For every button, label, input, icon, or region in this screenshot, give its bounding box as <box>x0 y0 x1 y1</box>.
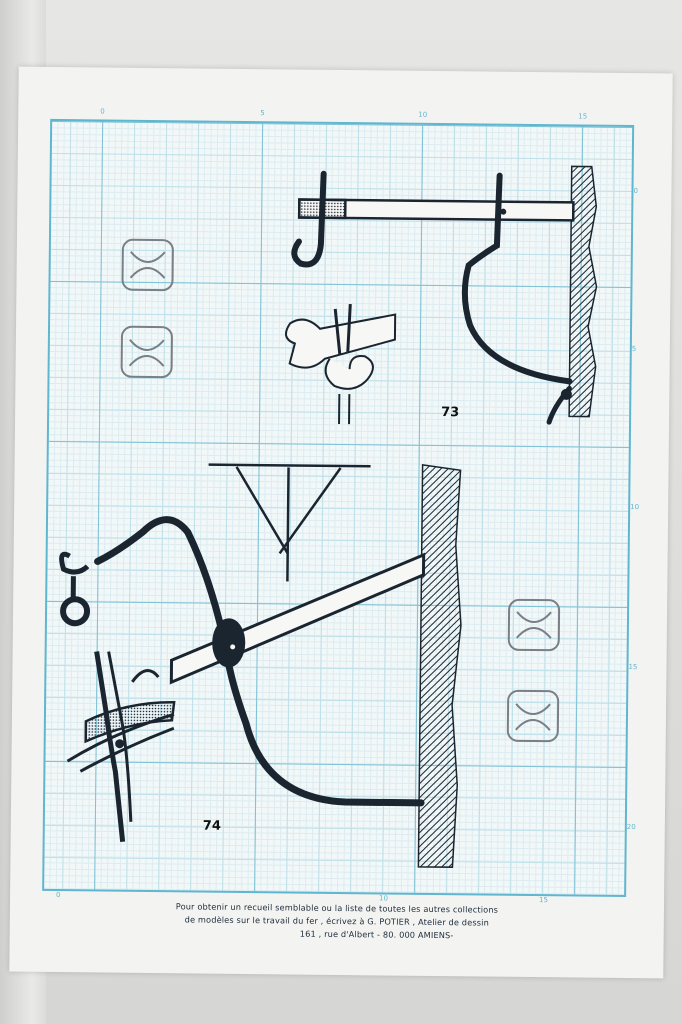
figure-73-scroll-detail <box>284 304 397 425</box>
figure-74-number: 74 <box>202 818 221 834</box>
ruler-top-mark: 0 <box>100 107 105 116</box>
footer-note: Pour obtenir un recueil semblable ou la … <box>10 899 664 945</box>
graph-paper-sheet: 0 5 10 15 0 10 15 0 5 10 15 20 <box>42 107 639 904</box>
ironwork-drawings <box>59 165 598 868</box>
ruler-top-mark: 10 <box>418 110 428 119</box>
ornament-motif-right <box>506 598 561 743</box>
ruler-right-mark: 5 <box>631 345 637 354</box>
ruler-bottom-mark: 15 <box>539 896 549 905</box>
ruler-bottom-mark: 10 <box>379 894 389 903</box>
figure-74-joint-detail <box>66 651 176 842</box>
ruler-top-mark: 15 <box>578 112 588 121</box>
figure-74-bracket <box>59 516 426 807</box>
ruler-top-mark: 5 <box>260 109 265 118</box>
figure-74-wall <box>417 463 462 868</box>
ruler-bottom-mark: 0 <box>56 891 61 900</box>
ruler-right-mark: 0 <box>633 187 638 196</box>
book-page: 0 5 10 15 0 10 15 0 5 10 15 20 <box>9 66 673 979</box>
figure-73-wall <box>568 165 598 418</box>
figure-73-number: 73 <box>441 405 460 421</box>
ruler-right-mark: 10 <box>630 503 640 512</box>
figure-73-bracket <box>291 170 575 425</box>
ruler-right-mark: 20 <box>626 823 636 832</box>
ruler-right-mark: 15 <box>628 663 638 672</box>
truss-detail <box>208 463 371 582</box>
ornament-motif <box>120 238 174 379</box>
